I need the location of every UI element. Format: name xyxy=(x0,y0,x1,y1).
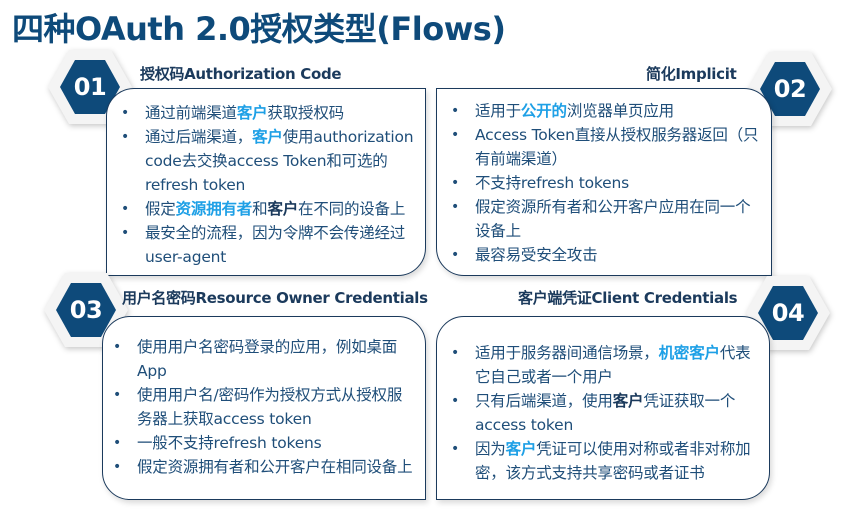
bullet-item: 因为客户凭证可以使用对称或者非对称加密，该方式支持共享密码或者证书 xyxy=(441,437,761,485)
bold-term: 客户 xyxy=(612,392,644,410)
bullet-item: 使用用户名密码登录的应用，例如桌面App xyxy=(103,335,417,383)
highlight-term: 客户 xyxy=(252,128,283,146)
bullet-text: 只有后端渠道，使用 xyxy=(475,392,613,410)
flow-number: 04 xyxy=(758,286,818,340)
bullet-item: 只有后端渠道，使用客户凭证获取一个access token xyxy=(441,389,761,437)
flow-badge-04: 04 xyxy=(746,276,830,350)
bold-term: 客户 xyxy=(267,200,299,218)
bullet-item: 假定资源拥有者和公开客户在相同设备上 xyxy=(103,455,417,479)
highlight-term: 客户 xyxy=(505,440,537,458)
bullet-item: 适用于服务器间通信场景，机密客户代表它自己或者一个用户 xyxy=(441,341,761,389)
bullet-text: Access Token直接从授权服务器返回（只有前端渠道） xyxy=(475,126,759,168)
bullet-list: 适用于公开的浏览器单页应用 Access Token直接从授权服务器返回（只有前端… xyxy=(441,99,763,267)
bullet-text: 假定 xyxy=(145,200,176,218)
bullet-item: 假定资源所有者和公开客户应用在同一个设备上 xyxy=(441,195,763,243)
highlight-term: 机密客户 xyxy=(658,344,720,362)
highlight-term: 客户 xyxy=(236,104,268,122)
bullet-list: 通过前端渠道客户获取授权码通过后端渠道，客户使用authorization co… xyxy=(111,101,417,269)
bullet-text: 适用于服务器间通信场景， xyxy=(475,344,659,362)
flow-title-client-credentials: 客户端凭证Client Credentials xyxy=(518,289,738,307)
bullet-text: 和 xyxy=(252,200,268,218)
flow-badge-01: 01 xyxy=(48,50,132,124)
flow-title-resource-owner-credentials: 用户名密码Resource Owner Credentials xyxy=(122,289,428,307)
bullet-item: 通过前端渠道客户获取授权码 xyxy=(111,101,417,125)
bullet-text: 获取授权码 xyxy=(267,104,344,122)
bullet-text: 因为 xyxy=(475,440,506,458)
bullet-text: 凭证可以使用对称或者非对称加密，该方式支持共享密码或者证书 xyxy=(475,440,751,482)
highlight-term: 公开的 xyxy=(520,102,567,120)
bullet-text: 凭证获取一个access token xyxy=(475,392,736,434)
bullet-text: 使用用户名密码登录的应用，例如桌面App xyxy=(137,338,398,380)
page-title: 四种OAuth 2.0授权类型(Flows) xyxy=(12,10,506,48)
flow-card-client-credentials: 适用于服务器间通信场景，机密客户代表它自己或者一个用户只有后端渠道，使用客户凭证… xyxy=(436,316,770,500)
flow-card-authorization-code: 通过前端渠道客户获取授权码通过后端渠道，客户使用authorization co… xyxy=(106,88,426,276)
bullet-text: 浏览器单页应用 xyxy=(566,102,674,120)
bullet-item: 通过后端渠道，客户使用authorization code去交换access T… xyxy=(111,125,417,197)
bullet-text: 一般不支持refresh tokens xyxy=(137,434,322,452)
bullet-text: 假定资源所有者和公开客户应用在同一个设备上 xyxy=(475,198,751,240)
bullet-text: 使用用户名/密码作为授权方式从授权服务器上获取access token xyxy=(137,386,403,428)
bullet-list: 适用于服务器间通信场景，机密客户代表它自己或者一个用户只有后端渠道，使用客户凭证… xyxy=(441,341,761,485)
bullet-text: 通过后端渠道， xyxy=(145,128,253,146)
flow-title-implicit: 简化Implicit xyxy=(646,65,737,83)
bullet-item: Access Token直接从授权服务器返回（只有前端渠道） xyxy=(441,123,763,171)
bullet-text: 通过前端渠道 xyxy=(145,104,237,122)
bullet-text: 使用authorization code去交换access Token和可选的r… xyxy=(145,128,414,194)
bullet-item: 使用用户名/密码作为授权方式从授权服务器上获取access token xyxy=(103,383,417,431)
bullet-text: 适用于 xyxy=(475,102,521,120)
bullet-item: 假定资源拥有者和客户在不同的设备上 xyxy=(111,197,417,221)
flow-title-authorization-code: 授权码Authorization Code xyxy=(140,65,342,83)
bullet-item: 适用于公开的浏览器单页应用 xyxy=(441,99,763,123)
bullet-text: 不支持refresh tokens xyxy=(475,174,629,192)
bullet-list: 使用用户名密码登录的应用，例如桌面App 使用用户名/密码作为授权方式从授权服务器… xyxy=(103,335,417,479)
bullet-item: 最安全的流程，因为令牌不会传递经过user-agent xyxy=(111,221,417,269)
bullet-text: 代表它自己或者一个用户 xyxy=(475,344,751,386)
bullet-item: 最容易受安全攻击 xyxy=(441,243,763,267)
bullet-text: 最容易受安全攻击 xyxy=(475,246,598,264)
flow-card-resource-owner-credentials: 使用用户名密码登录的应用，例如桌面App 使用用户名/密码作为授权方式从授权服务器… xyxy=(102,316,426,500)
bullet-item: 一般不支持refresh tokens xyxy=(103,431,417,455)
flow-card-implicit: 适用于公开的浏览器单页应用 Access Token直接从授权服务器返回（只有前端… xyxy=(436,88,772,276)
bullet-text: 假定资源拥有者和公开客户在相同设备上 xyxy=(137,458,413,476)
bullet-text: 最安全的流程，因为令牌不会传递经过user-agent xyxy=(145,224,406,266)
bullet-text: 在不同的设备上 xyxy=(298,200,406,218)
highlight-term: 资源拥有者 xyxy=(175,200,253,218)
bullet-item: 不支持refresh tokens xyxy=(441,171,763,195)
